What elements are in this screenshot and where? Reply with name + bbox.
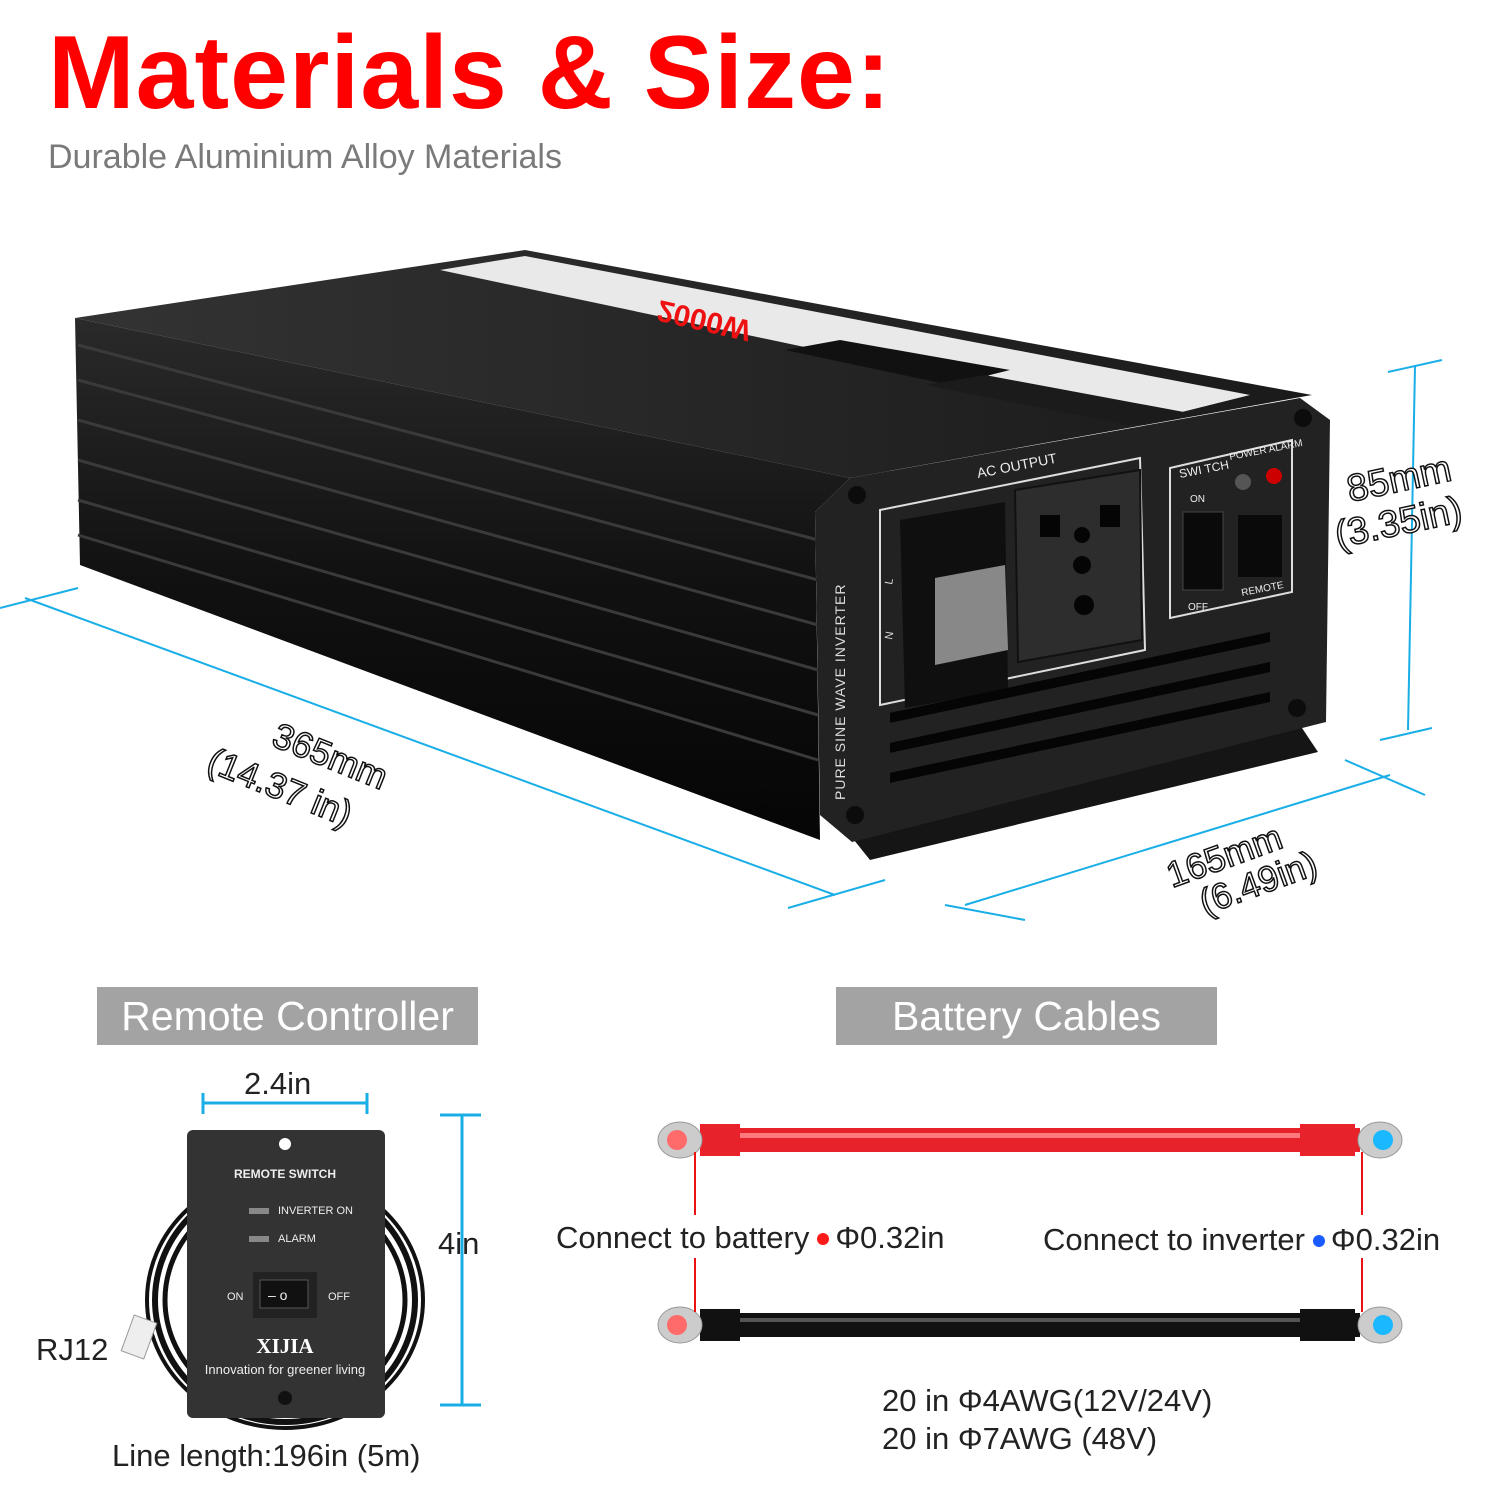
panel-side-text: PURE SINE WAVE INVERTER [832,584,848,800]
power-led [1235,474,1251,490]
line-length-label: Line length:196in (5m) [112,1438,421,1473]
inverter-display [785,340,1010,385]
socket-holes-icon [1040,505,1120,615]
terminal-cover [935,565,1008,665]
mount-screw [278,1391,292,1405]
switch-off-label: OFF [1188,602,1208,613]
red-cable [700,1124,1360,1156]
mount-hole [279,1138,291,1150]
remote-off-label: OFF [328,1291,350,1303]
control-frame [1169,438,1293,620]
cable-spec-1: 20 in Φ4AWG(12V/24V) [882,1383,1213,1418]
alarm-label: ALARM [278,1233,316,1245]
inverter-on-led [249,1208,269,1214]
inverter-mount-foot [850,725,1318,860]
remote-width-label: 2.4in [244,1066,312,1101]
battery-cables-heading: Battery Cables [836,987,1217,1045]
inverter-illustration: 2000W AC OUTPUT L N PURE SINE WAVE INVER… [0,250,1467,923]
brand-logo: XIJIA [256,1334,314,1358]
remote-on-label: ON [227,1291,244,1303]
remote-rocker-switch[interactable] [259,1279,309,1309]
switch-on-label: ON [1190,494,1205,505]
rj12-label: RJ12 [36,1332,109,1367]
remote-controller-heading: Remote Controller [97,987,478,1045]
alarm-led [249,1236,269,1242]
heat-sink-fins [77,343,819,762]
ac-output-frame [879,456,1147,707]
inverter-diameter: Φ0.32in [1330,1222,1441,1257]
battery-diameter: Φ0.32in [835,1220,945,1255]
terminal-n-label: N [883,631,896,641]
battery-connection-label: Connect to battery Φ0.32in [556,1220,945,1256]
page-title: Materials & Size: [48,15,892,131]
inverter-spec-panel [925,375,1200,425]
page-subtitle: Durable Aluminium Alloy Materials [48,138,562,176]
terminal-l-label: L [883,577,896,585]
remote-switch-bezel [253,1272,317,1318]
alarm-led [1266,468,1282,484]
rj12-connector [120,1314,158,1360]
black-cable [700,1309,1360,1341]
remote-port[interactable] [1238,515,1282,577]
red-dot-icon [817,1232,830,1245]
remote-panel [187,1130,385,1418]
inverter-connection-label: Connect to inverter Φ0.32in [1043,1222,1440,1258]
inverter-on-label: INVERTER ON [278,1205,353,1217]
panel-screws [846,409,1312,824]
connect-battery-text: Connect to battery [556,1220,810,1255]
blue-dot-icon [1312,1234,1325,1247]
brand-slogan: Innovation for greener living [205,1362,365,1377]
connect-inverter-text: Connect to inverter [1043,1222,1305,1257]
remote-height-label: 4in [438,1226,480,1261]
power-switch[interactable] [1182,511,1224,591]
vent-slots [890,632,1270,783]
remote-cable-coil [145,1170,425,1430]
switch-dash-icon: – o [268,1287,288,1303]
cable-spec-2: 20 in Φ7AWG (48V) [882,1421,1158,1456]
inverter-top-face [75,250,1312,478]
dimension-lines [0,359,1443,921]
inverter-label-plate [440,256,1250,420]
remote-panel-title: REMOTE SWITCH [234,1167,336,1181]
